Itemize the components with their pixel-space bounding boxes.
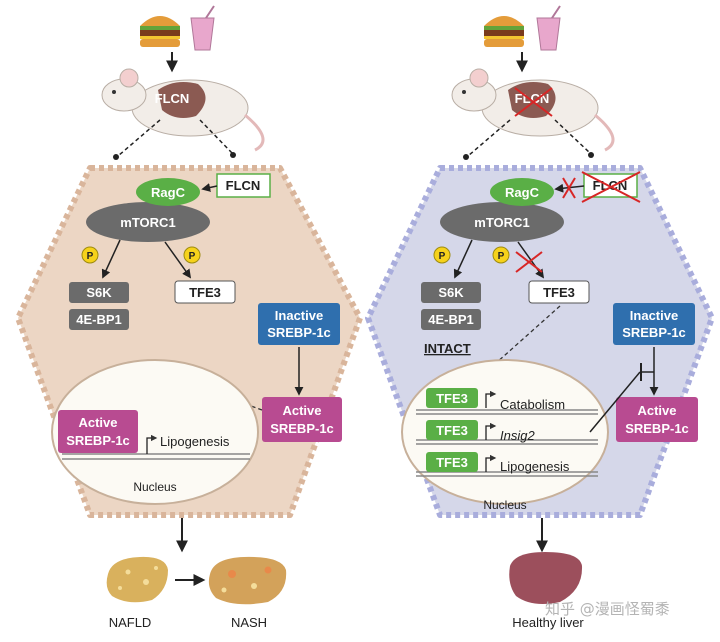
active-srebp-label: SREBP-1c <box>625 421 689 436</box>
transcription-start-arrow <box>146 434 158 454</box>
mtorc1-node <box>86 202 210 242</box>
watermark: 知乎 @漫画怪蜀黍 <box>545 600 670 618</box>
ragc-node <box>490 178 554 206</box>
mtorc1-label: mTORC1 <box>120 215 175 230</box>
gene-lipogenesis-label: Lipogenesis <box>160 434 230 449</box>
gene-lipogenesis-label: Lipogenesis <box>500 459 570 474</box>
nuclear-srebp-box <box>58 410 138 453</box>
phospho-label: P <box>87 251 94 262</box>
4e-bp1-box <box>69 309 129 330</box>
ragc-label: RagC <box>505 185 540 200</box>
right-panel: FLCN mTORC1 RagC FLCN P <box>365 5 715 630</box>
phospho-badge <box>183 246 201 264</box>
inactive-srebp-label: Inactive <box>275 308 323 323</box>
active-srebp-label: SREBP-1c <box>270 421 334 436</box>
knockout-cross-icon <box>514 87 553 117</box>
insig2-inhibition-line <box>589 371 641 433</box>
tfe3-box <box>174 280 236 304</box>
inactive-srebp-box <box>258 303 340 345</box>
tether-dot-right <box>588 152 594 158</box>
tfe3-label: TFE3 <box>189 285 221 300</box>
nucleus <box>51 359 259 505</box>
flcn-cross-icon <box>581 171 641 203</box>
drink-icon <box>536 5 561 51</box>
mtorc1-to-s6k-arrow <box>453 239 473 279</box>
flcn-box <box>216 173 271 198</box>
burger-icon <box>140 16 180 47</box>
nash-label: NASH <box>231 615 267 630</box>
s6k-label: S6K <box>438 285 464 300</box>
inactive-srebp-box <box>613 303 695 345</box>
phospho-label: P <box>189 251 196 262</box>
inactive-srebp-label: SREBP-1c <box>267 325 331 340</box>
nucleus-label: Nucleus <box>483 498 526 512</box>
s6k-label: S6K <box>86 285 112 300</box>
nuclear-tfe3-label: TFE3 <box>436 391 468 406</box>
nuclear-tfe3-box <box>426 420 478 440</box>
blocked-input-cross-icon <box>562 177 576 199</box>
phospho-badge <box>81 246 99 264</box>
burger-icon <box>484 16 524 47</box>
gene-insig2-label: Insig2 <box>500 428 535 443</box>
mtorc1-to-tfe3-arrow <box>517 241 545 279</box>
tfe3-nuclear-translocation-arrow <box>485 305 561 373</box>
active-srebp-label: Active <box>637 403 676 418</box>
transcription-start-arrow <box>485 422 497 440</box>
phospho-badge <box>433 246 451 264</box>
mtorc1-to-tfe3-arrow <box>164 241 192 279</box>
nuclear-srebp-label: Active <box>78 415 117 430</box>
tfe3-box <box>528 280 590 304</box>
4e-bp1-box <box>421 309 481 330</box>
inactive-srebp-label: Inactive <box>630 308 678 323</box>
nuclear-tfe3-box <box>426 388 478 408</box>
tether-dot-right <box>230 152 236 158</box>
nuclear-tfe3-label: TFE3 <box>436 455 468 470</box>
nucleus-label: Nucleus <box>133 480 176 494</box>
4e-bp1-label: 4E-BP1 <box>428 312 474 327</box>
tether-right <box>554 119 591 154</box>
active-srebp-label: Active <box>282 403 321 418</box>
nuclear-tfe3-label: TFE3 <box>436 423 468 438</box>
inactive-srebp-label: SREBP-1c <box>622 325 686 340</box>
tether-right <box>199 119 233 154</box>
phospho-badge <box>492 246 510 264</box>
mouse-icon <box>451 68 615 152</box>
ragc-node <box>136 178 200 206</box>
healthy-liver-icon <box>509 552 583 604</box>
s6k-box <box>421 282 481 303</box>
nuclear-srebp-label: SREBP-1c <box>66 433 130 448</box>
drink-icon <box>190 5 215 51</box>
tether-dot-left <box>463 154 469 160</box>
mtorc1-label: mTORC1 <box>474 215 529 230</box>
phospho-label: P <box>498 251 505 262</box>
tether-dot-left <box>113 154 119 160</box>
flcn-to-ragc-arrow <box>201 183 218 192</box>
blocked-tfe3-cross-icon <box>515 251 543 273</box>
phospho-label: P <box>439 251 446 262</box>
flcn-box-label: FLCN <box>226 178 261 193</box>
mouse-icon <box>101 68 265 152</box>
left-panel: FLCN mTORC1 RagC FLCN P P S6K 4E-BP1 TFE… <box>15 5 363 630</box>
mtorc1-node <box>440 202 564 242</box>
nafld-label: NAFLD <box>109 615 152 630</box>
fatty-liver-icon <box>106 556 168 603</box>
intact-label: INTACT <box>424 341 471 356</box>
active-srebp-box <box>616 397 698 442</box>
mtorc1-to-s6k-arrow <box>101 239 121 279</box>
tfe3-label: TFE3 <box>543 285 575 300</box>
healthy-liver-label: Healthy liver <box>512 615 584 630</box>
gene-catabolism-label: Catabolism <box>500 397 565 412</box>
transcription-start-arrow <box>485 390 497 408</box>
transcription-start-arrow <box>485 454 497 472</box>
active-srebp-box <box>262 397 342 442</box>
tether-left <box>467 119 511 157</box>
mouse-flcn-label: FLCN <box>155 91 190 106</box>
ragc-label: RagC <box>151 185 186 200</box>
4e-bp1-label: 4E-BP1 <box>76 312 122 327</box>
tether-left <box>117 119 161 157</box>
s6k-box <box>69 282 129 303</box>
nuclear-tfe3-box <box>426 452 478 472</box>
inflamed-liver-icon <box>208 556 287 605</box>
